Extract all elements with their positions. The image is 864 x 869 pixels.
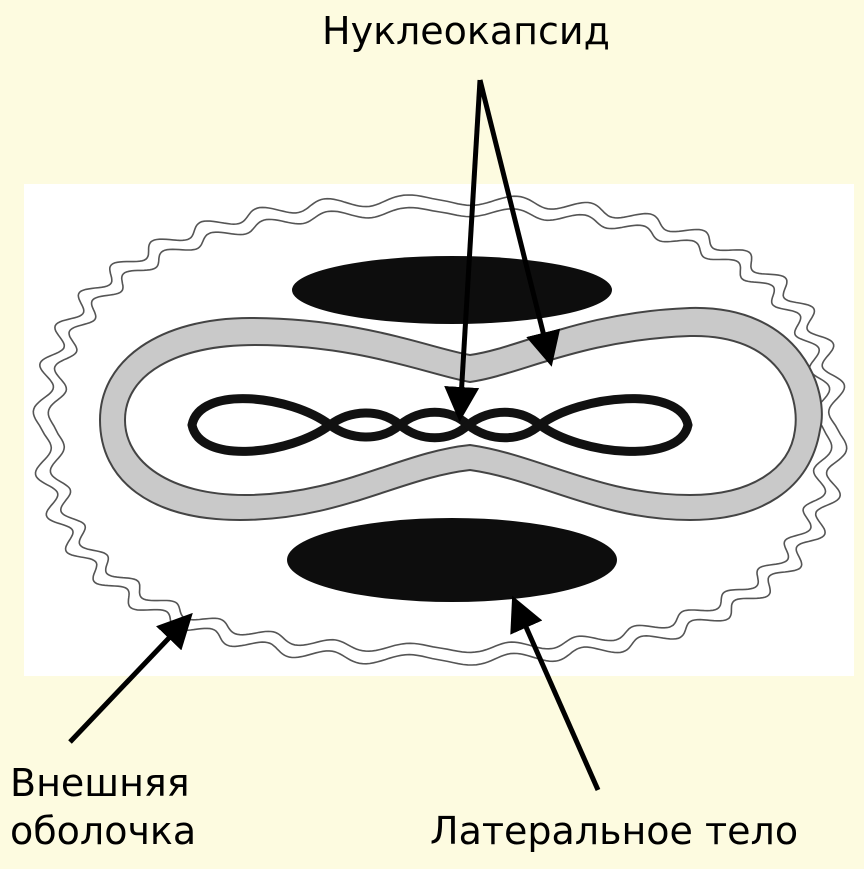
arrow-envelope [70,618,188,742]
arrow-lateral-body [515,602,598,790]
label-nucleocapsid: Нуклеокапсид [322,10,610,54]
label-lateral-body: Латеральное тело [430,810,798,854]
label-outer-envelope-line1: Внешняя [10,762,190,806]
lateral-body-bottom [287,518,617,602]
label-outer-envelope-line2: оболочка [10,810,196,854]
lateral-body-top [292,256,612,324]
